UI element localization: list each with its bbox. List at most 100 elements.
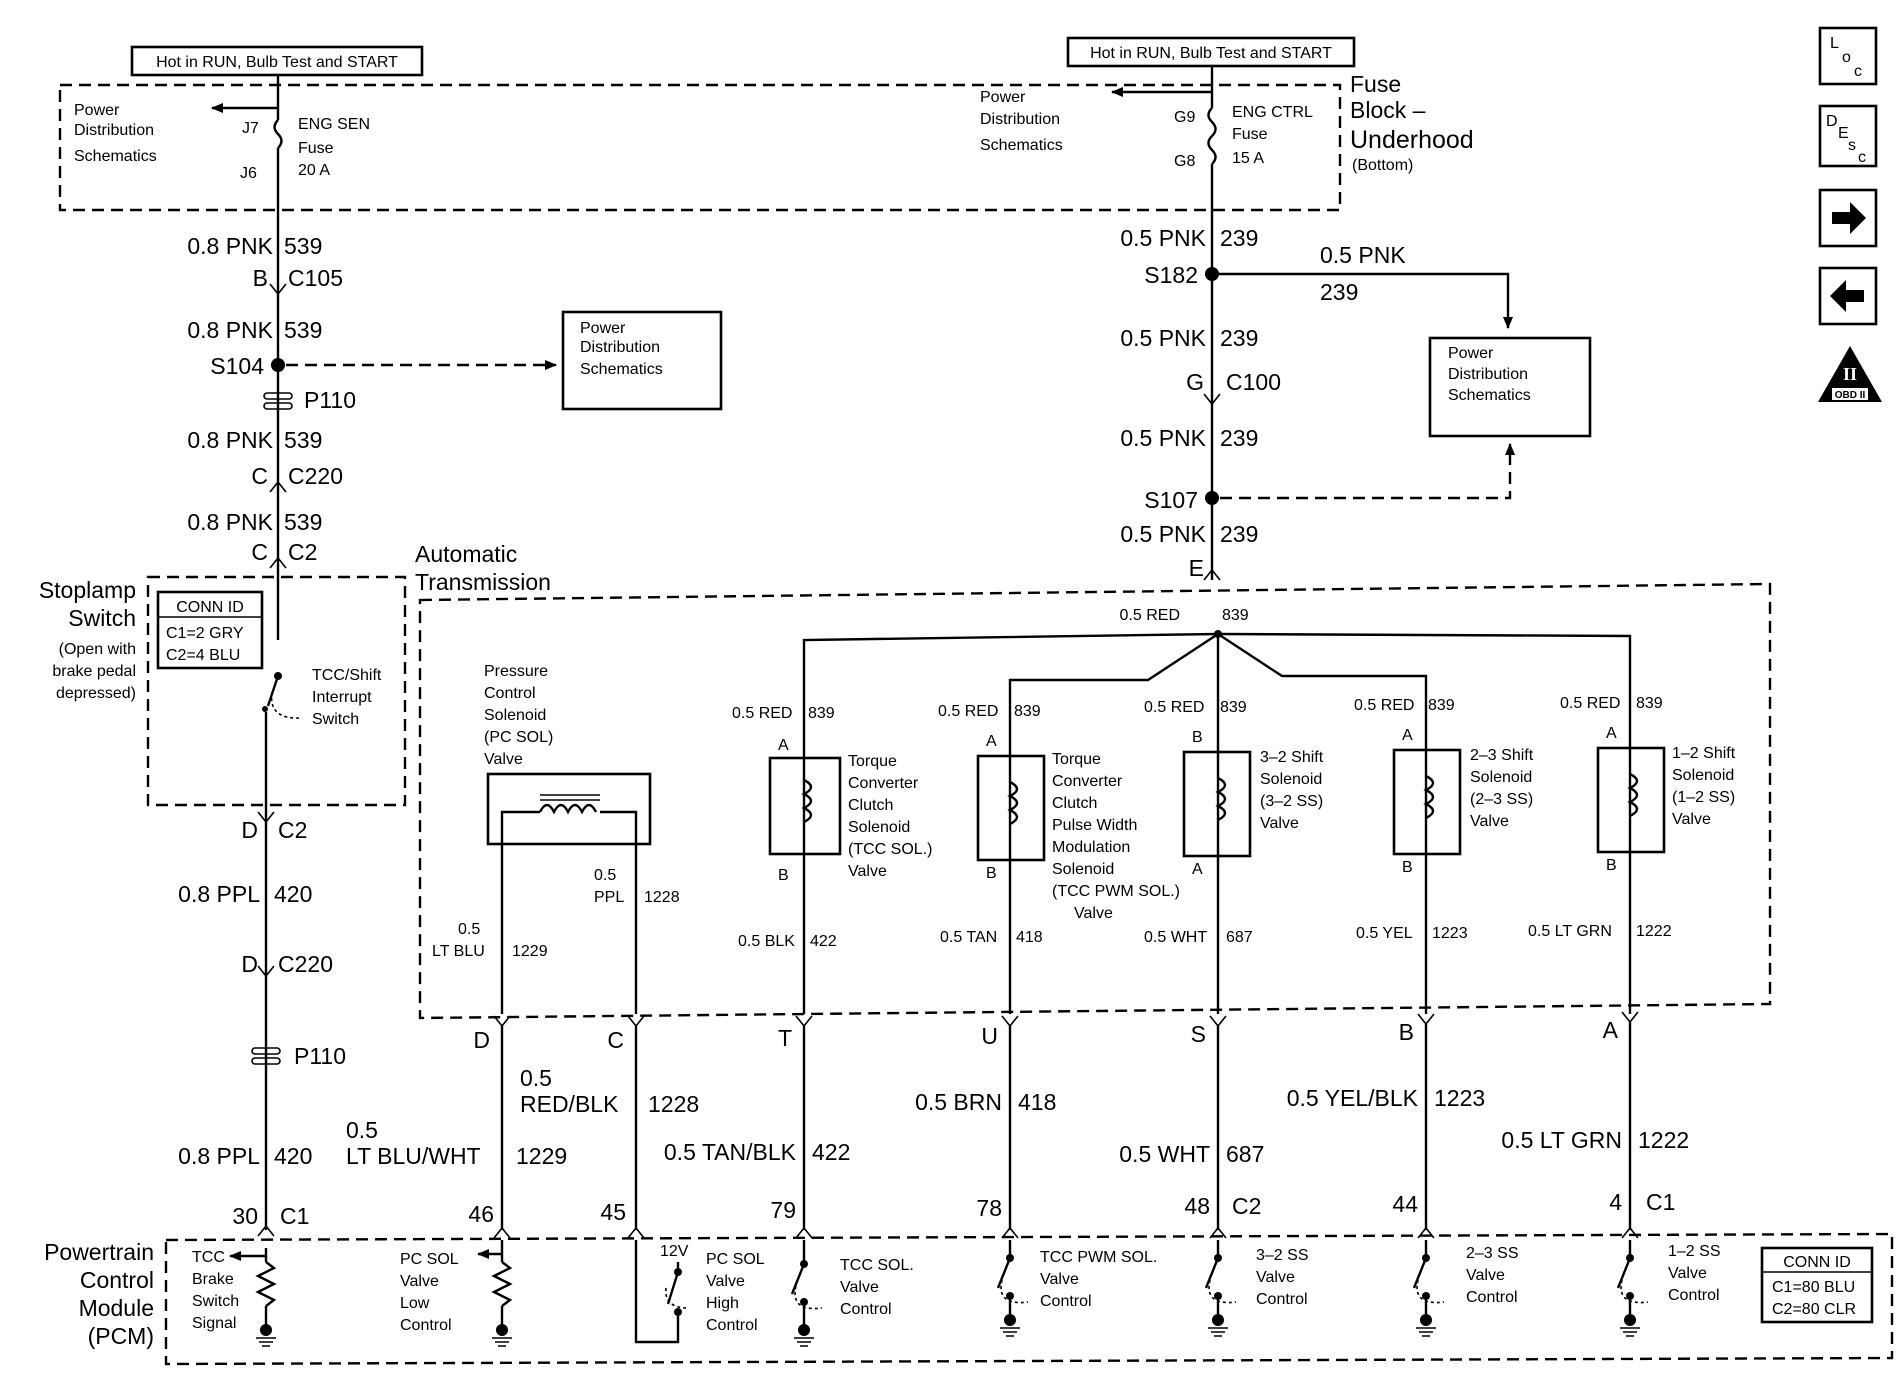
circuit-label: 539 <box>284 509 322 535</box>
splice-s104 <box>271 358 285 372</box>
pin-label: B <box>1606 857 1617 874</box>
next-page-button[interactable] <box>1818 188 1878 248</box>
circuit-label: 839 <box>1222 607 1249 624</box>
driver-tcc <box>790 1240 823 1347</box>
circuit-label: 839 <box>808 705 835 722</box>
conn-id-title: CONN ID <box>176 599 244 616</box>
solenoid-label: Solenoid <box>484 707 546 724</box>
circuit-label: 839 <box>1014 703 1041 720</box>
transmission-title: Automatic <box>415 541 517 567</box>
solenoid-label: Converter <box>848 775 919 792</box>
switch-label: TCC/Shift <box>312 667 382 684</box>
wire-label: 0.5 YEL <box>1356 925 1413 942</box>
connector-label: C105 <box>288 265 343 291</box>
svg-text:c: c <box>1854 63 1862 80</box>
connector-label: C1 <box>1646 1189 1675 1215</box>
circuit-label: 839 <box>1428 697 1455 714</box>
tcc-interrupt-switch <box>266 675 280 707</box>
circuit-label: 239 <box>1320 279 1358 305</box>
desc-icon[interactable] <box>1818 104 1878 168</box>
pcm-label: Control <box>1256 1291 1308 1308</box>
circuit-label: 239 <box>1220 225 1258 251</box>
fuse-block-label-2: Block – <box>1350 97 1426 123</box>
stoplamp-title: Stoplamp <box>39 577 136 603</box>
wire-label: 0.5 <box>594 867 616 884</box>
circuit-label: 420 <box>274 1143 312 1169</box>
pcm-label: PC SOL <box>706 1251 765 1268</box>
wire-label: 0.5 LT GRN <box>1501 1127 1622 1153</box>
connector-label: C100 <box>1226 369 1281 395</box>
pin-label: C <box>607 1027 624 1053</box>
solenoid-label: Solenoid <box>1672 767 1734 784</box>
circuit-label: 418 <box>1018 1089 1056 1115</box>
solenoid-label: (2–3 SS) <box>1470 791 1533 808</box>
pcm-label: 2–3 SS <box>1466 1245 1518 1262</box>
pds-box-left-line: Distribution <box>580 339 660 356</box>
pcm-label: TCC <box>192 1249 225 1266</box>
connector-label: C220 <box>288 463 343 489</box>
solenoid-label: Clutch <box>848 797 893 814</box>
pds-left-3: Schematics <box>74 148 157 165</box>
pds-box-left <box>561 310 723 411</box>
conn-id-entry: C1=2 GRY <box>166 625 244 642</box>
svg-text:E: E <box>1838 125 1849 142</box>
wire-label: 0.5 PNK <box>1120 225 1206 251</box>
pds-left-1: Power <box>74 102 120 119</box>
circuit-label: 1228 <box>648 1091 699 1117</box>
solenoid-label: 2–3 Shift <box>1470 747 1534 764</box>
pcm-label: Valve <box>706 1273 745 1290</box>
circuit-label: 1223 <box>1432 925 1468 942</box>
driver-switch <box>666 1271 680 1305</box>
solenoid-label: Clutch <box>1052 795 1097 812</box>
fuse-block-label-3: Underhood <box>1350 126 1474 154</box>
solenoid-label: Solenoid <box>848 819 910 836</box>
pcm-title: (PCM) <box>88 1323 154 1349</box>
wire-label: 0.5 RED <box>1354 697 1414 714</box>
wire-label: 0.8 PNK <box>187 317 273 343</box>
svg-text:s: s <box>1848 137 1856 154</box>
prev-page-button[interactable] <box>1818 266 1878 326</box>
conn-id-entry: C2=4 BLU <box>166 647 240 664</box>
pcm-label: Valve <box>1466 1267 1505 1284</box>
wire-label: 0.5 TAN <box>940 929 997 946</box>
fuse-block-label-1: Fuse <box>1350 71 1401 97</box>
circuit-label: 1229 <box>512 943 548 960</box>
wire-label: 0.5 RED <box>1144 699 1204 716</box>
switch-label: Switch <box>312 711 359 728</box>
stoplamp-note: depressed) <box>56 685 136 702</box>
pcm-label: High <box>706 1295 739 1312</box>
circuit-label: 687 <box>1226 1141 1264 1167</box>
pin-label: A <box>778 737 789 754</box>
solenoid-label: (PC SOL) <box>484 729 553 746</box>
loc-button[interactable]: Loc <box>1818 26 1878 86</box>
driver-32ss <box>1204 1240 1237 1337</box>
solenoid-label: Torque <box>1052 751 1101 768</box>
svg-text:c: c <box>1858 149 1866 166</box>
transmission-title: Transmission <box>415 569 551 595</box>
obd-ii-button[interactable]: II OBD II <box>1818 346 1882 402</box>
loc-icon[interactable] <box>1818 26 1878 86</box>
passthru-label: P110 <box>304 387 356 413</box>
fuse-block-outline <box>58 83 1342 212</box>
wire-label: 0.5 BLK <box>738 933 795 950</box>
pds-box-left-line: Schematics <box>580 361 663 378</box>
wire-label: 0.5 PNK <box>1120 325 1206 351</box>
wire-label: 0.5 RED <box>1120 607 1180 624</box>
arrow-left-icon[interactable] <box>1818 266 1878 326</box>
solenoid-label: (TCC PWM SOL.) <box>1052 883 1180 900</box>
fuse-name-right: ENG CTRL <box>1232 104 1313 121</box>
circuit-label: 687 <box>1226 929 1253 946</box>
pcm-label: Valve <box>1256 1269 1295 1286</box>
pin-label: D <box>473 1027 490 1053</box>
fuse-block-label-4: (Bottom) <box>1352 157 1413 174</box>
connector-label: C1 <box>280 1203 309 1229</box>
fuse-name-left: ENG SEN <box>298 116 370 133</box>
pcm-label: Control <box>840 1301 892 1318</box>
pin-label: B <box>1402 859 1413 876</box>
circuit-label: 1229 <box>516 1143 567 1169</box>
arrow-right-icon[interactable] <box>1818 188 1878 248</box>
circuit-label: 1223 <box>1434 1085 1485 1111</box>
pin-label: A <box>1402 727 1413 744</box>
ground-icon <box>492 1337 512 1347</box>
